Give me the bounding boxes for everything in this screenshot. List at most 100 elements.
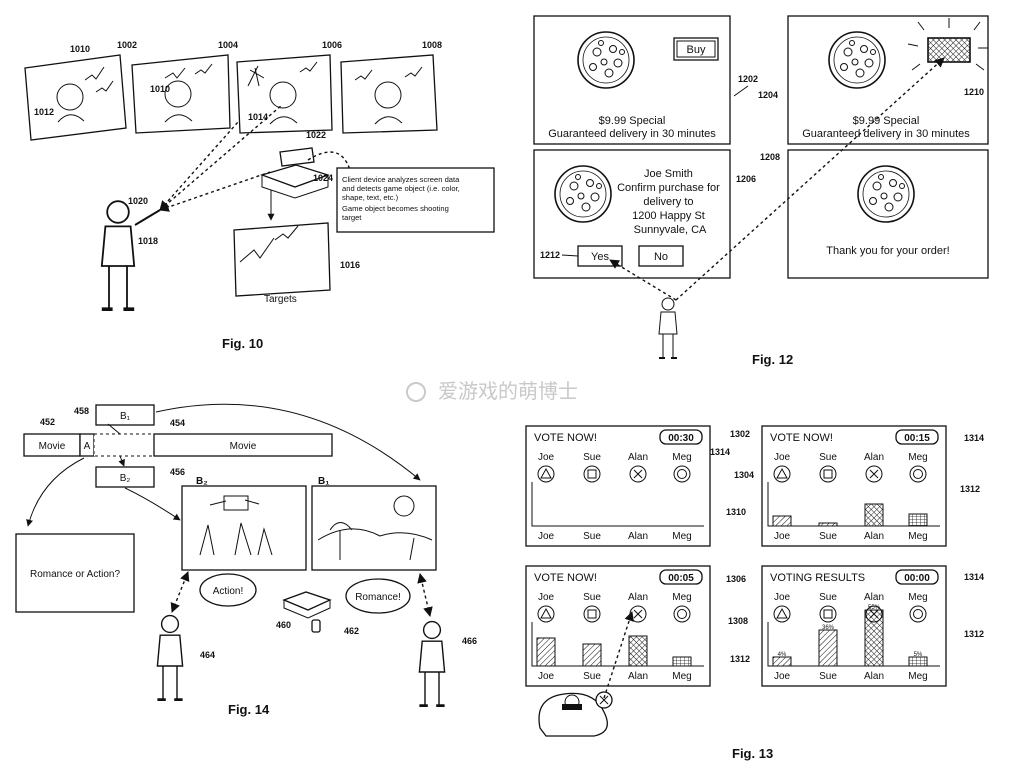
fig12-person bbox=[658, 297, 678, 359]
fig14-romance-text: Romance! bbox=[355, 592, 401, 603]
fig12-yes-label: Yes bbox=[591, 251, 609, 263]
fig12-special-1: $9.99 Special bbox=[599, 115, 666, 127]
fig12-confirm-text: Joe Smith Confirm purchase for delivery … bbox=[617, 168, 723, 236]
fig13-name: Alan bbox=[864, 592, 884, 603]
fig14-b2-box-label: B₂ bbox=[120, 473, 131, 484]
fig13-axis-name: Alan bbox=[864, 531, 884, 542]
fig14-sun-icon bbox=[393, 495, 415, 517]
fig13-couch-voter bbox=[538, 691, 613, 737]
fig14-ref: 454 bbox=[170, 418, 185, 428]
watermark: 爱游戏的萌博士 bbox=[438, 380, 578, 403]
fig13-name: Joe bbox=[774, 592, 791, 603]
fig13-timer: 00:30 bbox=[668, 433, 694, 444]
fig13-name: Sue bbox=[583, 452, 601, 463]
fig13-percent: 5% bbox=[914, 652, 923, 658]
fig13-name: Joe bbox=[538, 452, 555, 463]
fig14-romance-bubble bbox=[345, 578, 411, 614]
fig10-ref: 1008 bbox=[422, 40, 442, 50]
fig13-ref: 1302 bbox=[730, 429, 750, 439]
fig14-link-action bbox=[170, 571, 190, 613]
fig13: VOTE NOW!00:30JoeJoeSueSueAlanAlanMegMeg… bbox=[525, 425, 984, 761]
fig14-ref: 460 bbox=[276, 620, 291, 630]
fig10-ref: 1020 bbox=[128, 196, 148, 206]
fig14-controller-462 bbox=[311, 619, 321, 633]
fig13-button-o-icon bbox=[673, 465, 691, 483]
fig12-ref: 1212 bbox=[540, 250, 560, 260]
fig14-landscape bbox=[317, 522, 433, 561]
fig12-no-label: No bbox=[654, 251, 668, 263]
fig12-special-2: $9.99 Special bbox=[853, 115, 920, 127]
fig13-bar bbox=[772, 656, 792, 667]
fig12-buy-label: Buy bbox=[687, 44, 706, 56]
fig13-title: VOTE NOW! bbox=[534, 572, 597, 584]
fig13-bar bbox=[818, 629, 838, 667]
fig10-targets-screen bbox=[233, 222, 331, 297]
fig13-name: Alan bbox=[628, 592, 648, 603]
fig12-ref: 1202 bbox=[738, 74, 758, 84]
fig14-ref: 466 bbox=[462, 636, 477, 646]
fig14-caption: Fig. 14 bbox=[228, 702, 270, 717]
fig13-button-tri-icon bbox=[773, 605, 791, 623]
fig10-ref: 1010 bbox=[150, 84, 170, 94]
fig12-aim-yes bbox=[609, 259, 677, 301]
fig12-ref: 1206 bbox=[736, 174, 756, 184]
fig13-percent: 4% bbox=[778, 652, 787, 658]
fig13-name: Sue bbox=[583, 592, 601, 603]
fig13-bar bbox=[864, 609, 884, 667]
fig10-aim-line-1 bbox=[159, 104, 283, 211]
fig13-name: Joe bbox=[538, 592, 555, 603]
fig10-ref: 1024 bbox=[313, 173, 333, 183]
fig14-action-figures bbox=[199, 499, 273, 556]
fig13-button-tri-icon bbox=[537, 465, 555, 483]
fig13-bar bbox=[628, 635, 648, 667]
fig13-ref: 1314 bbox=[964, 572, 984, 582]
fig14-ref: 464 bbox=[200, 650, 215, 660]
fig13-title: VOTE NOW! bbox=[770, 432, 833, 444]
fig10-caption: Fig. 10 bbox=[222, 336, 263, 351]
fig13-button-o-icon bbox=[673, 605, 691, 623]
fig14-a-label: A bbox=[84, 441, 91, 452]
fig12: Buy $9.99 Special Guaranteed delivery in… bbox=[533, 15, 989, 367]
fig13-button-tri-icon bbox=[773, 465, 791, 483]
fig13-ref: 1308 bbox=[728, 616, 748, 626]
fig12-ref: 1204 bbox=[758, 90, 778, 100]
fig14-ref: 456 bbox=[170, 467, 185, 477]
fig12-screen-1202 bbox=[533, 15, 731, 145]
fig13-button-x-icon bbox=[629, 465, 647, 483]
fig14-action-scene bbox=[181, 485, 307, 571]
fig10-ref: 1012 bbox=[34, 107, 54, 117]
fig14-romance-scene bbox=[311, 485, 437, 571]
fig13-button-tri-icon bbox=[537, 605, 555, 623]
fig10-ref: 1016 bbox=[340, 260, 360, 270]
fig12-buy-button bbox=[673, 37, 719, 61]
fig13-axis-name: Sue bbox=[819, 531, 837, 542]
fig13-name: Meg bbox=[908, 592, 927, 603]
fig14: Movie A Movie B₁ B₂ Romance or Action? B… bbox=[15, 403, 477, 717]
fig13-name: Meg bbox=[672, 452, 691, 463]
fig13-button-o-icon bbox=[909, 465, 927, 483]
fig14-arrow-to-b1 bbox=[155, 403, 421, 481]
fig14-question: Romance or Action? bbox=[30, 569, 120, 580]
fig13-axis-name: Sue bbox=[583, 671, 601, 682]
fig13-axis-name: Meg bbox=[908, 531, 927, 542]
fig13-timer: 00:15 bbox=[904, 433, 930, 444]
fig13-button-o-icon bbox=[909, 605, 927, 623]
fig12-aim-buy bbox=[675, 57, 945, 301]
fig13-axis-name: Alan bbox=[628, 531, 648, 542]
fig14-branch-gap bbox=[93, 433, 155, 457]
fig13-name: Meg bbox=[672, 592, 691, 603]
fig13-bar bbox=[772, 515, 792, 527]
fig13-axis-name: Joe bbox=[774, 531, 791, 542]
fig10-aim-line-2 bbox=[159, 121, 239, 211]
fig12-no-button bbox=[638, 245, 684, 267]
fig13-name: Meg bbox=[908, 452, 927, 463]
fig13-button-sq-icon bbox=[583, 605, 601, 623]
fig13-name: Joe bbox=[774, 452, 791, 463]
fig14-ref: 462 bbox=[344, 626, 359, 636]
fig13-button-sq-icon bbox=[819, 465, 837, 483]
fig14-movie-label-1: Movie bbox=[39, 441, 66, 452]
fig13-ref: 1312 bbox=[964, 629, 984, 639]
